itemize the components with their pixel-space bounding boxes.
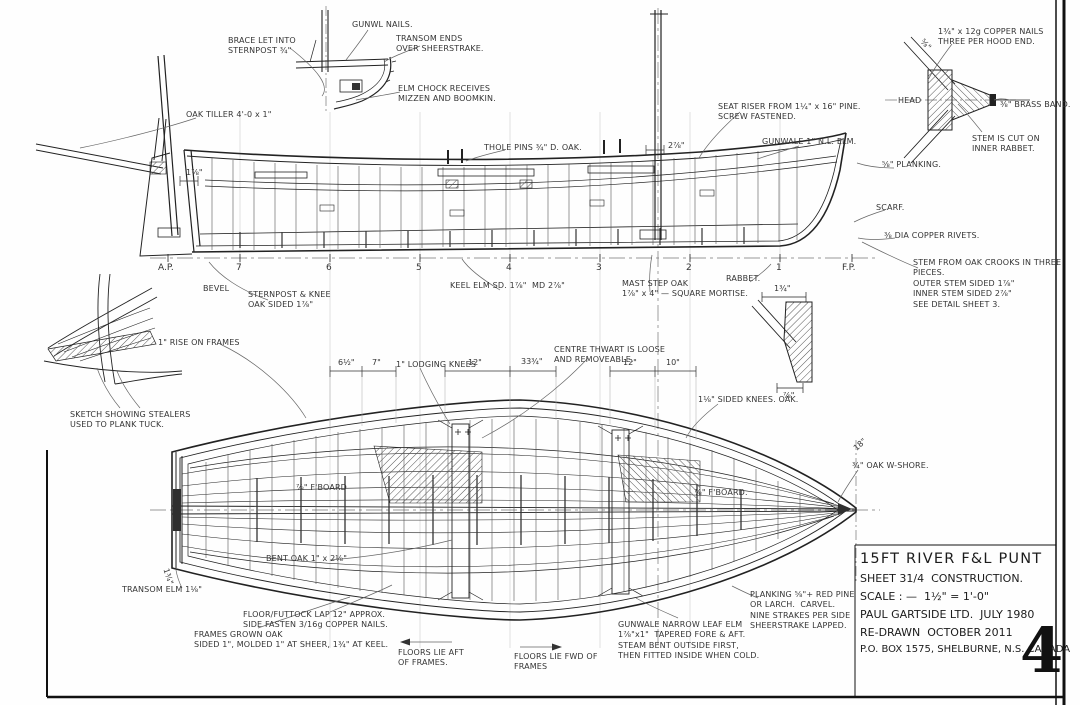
detail-stem-section <box>751 292 813 393</box>
station-label-1: 1 <box>776 263 782 273</box>
dim-78: ⅞" <box>783 391 795 400</box>
seams-upper <box>181 452 847 510</box>
station-label-4: 4 <box>506 263 512 273</box>
main-mast <box>654 10 662 240</box>
station-label-fp: F.P. <box>842 263 856 273</box>
dim-6half: 6½" <box>338 358 355 367</box>
tiller <box>35 143 164 175</box>
seams-lower <box>181 510 847 568</box>
annotation-centre-thwart: CENTRE THWART IS LOOSE AND REMOVEABLE. <box>554 345 666 365</box>
dim-33: 33¾" <box>521 357 543 366</box>
transom-knee <box>173 489 181 531</box>
annotation-transom-ends: TRANSOM ENDS OVER SHEERSTRAKE. <box>396 34 484 54</box>
detail-stem-head <box>903 36 1030 164</box>
dimension-lines <box>179 145 697 440</box>
annotation-sternpost-knee: STERNPOST & KNEE OAK SIDED 1⅞" <box>248 290 331 310</box>
annotation-gunwale-nails: GUNWL NAILS. <box>352 20 413 29</box>
annotation-brace-sternpost: BRACE LET INTO STERNPOST ¾" <box>228 36 296 56</box>
annotation-lodging-knees: 1" LODGING KNEES <box>396 360 477 369</box>
detail-stern-top <box>295 10 397 110</box>
annotation-head: HEAD <box>898 96 922 105</box>
border-frame <box>46 0 1066 705</box>
station-label-5: 5 <box>416 263 422 273</box>
annotation-gunwale-profile: GUNWALE 1" N.L. ELM. <box>762 137 857 146</box>
annotation-oak-tiller: OAK TILLER 4'-0 x 1" <box>186 110 272 119</box>
thwarts-plan <box>451 423 630 599</box>
plan-view <box>171 399 857 621</box>
annotation-bent-oak: BENT OAK 1" x 2⅛" <box>266 554 348 563</box>
floors-plan <box>256 475 742 545</box>
hatched-floors-a <box>373 445 483 504</box>
annotation-transom-elm: TRANSOM ELM 1⅛" <box>122 585 203 594</box>
annotation-elm-chock: ELM CHOCK RECEIVES MIZZEN AND BOOMKIN. <box>398 84 496 104</box>
thwart-rivets <box>455 429 631 441</box>
annotation-floor-futtock: FLOOR/FUTTOCK LAP 12" APPROX. SIDE FASTE… <box>243 610 388 630</box>
annotation-floors-fwd: FLOORS LIE FWD OF FRAMES <box>514 652 598 672</box>
annotation-thole-pins: THOLE PINS ¾" D. OAK. <box>484 143 582 152</box>
annotation-scarf: SCARF. <box>876 203 905 212</box>
redrawn-info: RE-DRAWN OCTOBER 2011 <box>860 626 1013 639</box>
annotation-oak-shore: ¾" OAK W-SHORE. <box>852 461 929 470</box>
annotation-stem-rabbet: STEM IS CUT ON INNER RABBET. <box>972 134 1040 154</box>
annotation-copper-rivets: ⅜ DIA COPPER RIVETS. <box>884 231 980 240</box>
dim-178: 1⅞" <box>186 168 203 177</box>
risers-plan <box>189 446 835 574</box>
station-label-2: 2 <box>686 263 692 273</box>
annotation-seat-riser: SEAT RISER FROM 1¼" x 16" PINE. SCREW FA… <box>718 102 861 122</box>
detail-quarter-sketch <box>43 273 183 385</box>
mizzen-mast <box>157 54 179 237</box>
thwarts-profile <box>254 165 655 179</box>
station-ticks <box>167 254 853 262</box>
lodging-knees-marks <box>437 419 644 601</box>
dim-12a: 12" <box>468 358 482 367</box>
dim-12b: 12" <box>623 358 637 367</box>
annotation-rise-on-frames: 1" RISE ON FRAMES <box>158 338 240 347</box>
annotation-mast-step: MAST STEP OAK 1⅞" x 4" — SQUARE MORTISE. <box>622 279 749 299</box>
rudder <box>139 152 193 257</box>
frames-plan <box>205 419 801 601</box>
thole-pins-marks <box>447 139 621 164</box>
breasthook <box>838 503 852 515</box>
annotation-stem-crooks: STEM FROM OAK CROOKS IN THREE PIECES. OU… <box>913 258 1062 309</box>
annotation-bevel: BEVEL <box>203 284 230 293</box>
hatched-floors-b <box>617 454 701 503</box>
annotation-planking-thickness: ⅝" PLANKING. <box>882 160 942 169</box>
dim-7: 7" <box>372 358 381 367</box>
station-label-6: 6 <box>326 263 332 273</box>
annotation-keel: KEEL ELM SD. 1⅞" MD 2⅞" <box>450 281 565 290</box>
annotation-brass-band: ⅜" BRASS BAND. <box>1000 100 1071 109</box>
annotation-floors-aft: FLOORS LIE AFT OF FRAMES. <box>398 648 464 668</box>
floors-profile <box>239 227 745 248</box>
annotation-frames-grown: FRAMES GROWN OAK SIDED 1", MOLDED 1" AT … <box>194 630 389 650</box>
dim-10: 10" <box>666 358 680 367</box>
annotation-floorboard-a: ⅞" F'BOARD <box>296 483 347 492</box>
annotation-gunwale-plan: GUNWALE NARROW LEAF ELM 1⅞"x1" TAPERED F… <box>618 620 760 661</box>
maker-info: PAUL GARTSIDE LTD. JULY 1980 <box>860 608 1035 621</box>
dim-134: 1¾" <box>774 284 791 293</box>
sheet-info: SHEET 31/4 CONSTRUCTION. <box>860 572 1024 585</box>
scale-info: SCALE : — 1½" = 1'-0" <box>860 590 989 603</box>
station-label-3: 3 <box>596 263 602 273</box>
drawing-title: 15FT RIVER F&L PUNT <box>860 551 1043 567</box>
annotation-rabbet: RABBET. <box>726 274 761 283</box>
sternpost <box>183 149 201 253</box>
address-info: P.O. BOX 1575, SHELBURNE, N.S. CANADA <box>860 644 1071 655</box>
annotation-planking: PLANKING ⅝"+ RED PINE OR LARCH. CARVEL. … <box>750 590 855 631</box>
dim-278: 2⅞" <box>668 141 685 150</box>
annotation-copper-nails: 1¾" x 12g COPPER NAILS THREE PER HOOD EN… <box>938 27 1044 47</box>
butt-blocks <box>319 189 715 217</box>
frames-profile <box>211 147 798 250</box>
leader-lines <box>79 29 1011 651</box>
station-label-7: 7 <box>236 263 242 273</box>
title-block: 15FT RIVER F&L PUNT SHEET 31/4 CONSTRUCT… <box>860 551 1071 655</box>
station-label-ap: A.P. <box>158 263 174 273</box>
annotation-floorboard-b: ⅞" F'BOARD. <box>694 488 748 497</box>
annotation-sided-knees: 1⅛" SIDED KNEES. OAK. <box>698 395 799 404</box>
annotation-stealers: SKETCH SHOWING STEALERS USED TO PLANK TU… <box>70 410 191 430</box>
page-number: 4 <box>1020 614 1064 687</box>
